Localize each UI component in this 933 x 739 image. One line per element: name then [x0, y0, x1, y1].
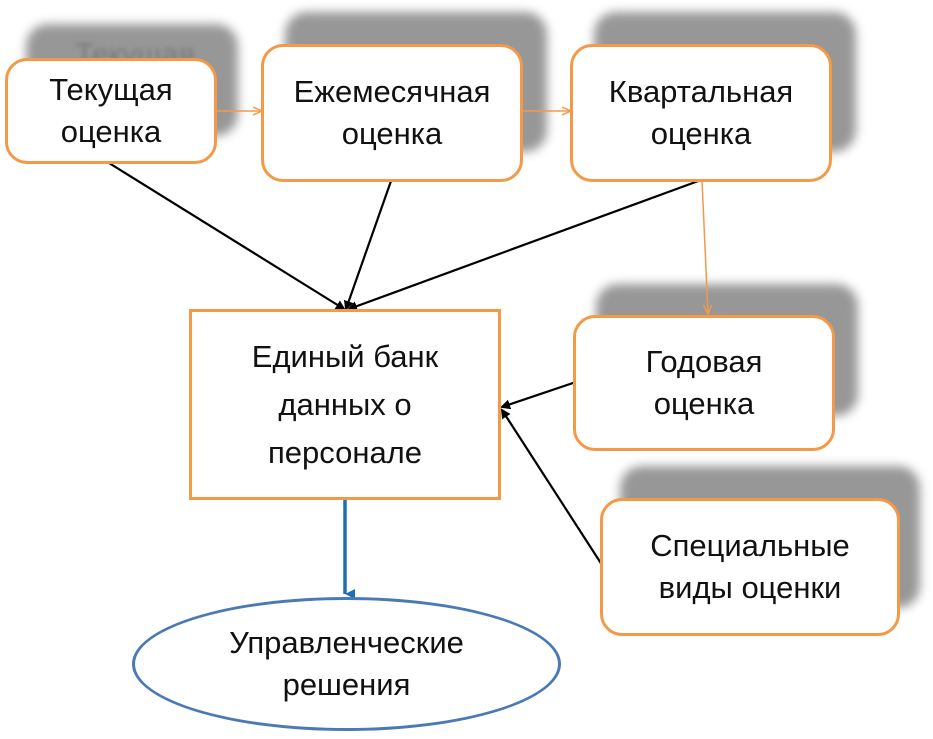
node-management-decisions: Управленческие решения [132, 597, 561, 731]
node-quarterly-assessment: Квартальная оценка [570, 44, 832, 182]
node-monthly-line1: Ежемесячная [293, 74, 491, 109]
node-special-line1: Специальные [650, 528, 850, 563]
node-annual-line2: оценка [653, 386, 755, 421]
arrow-quarterly-to-bank [347, 178, 702, 311]
arrow-current-to-bank [108, 162, 346, 311]
arrow-special-to-bank [500, 408, 605, 569]
node-bank-line3: персонале [267, 434, 423, 470]
node-personnel-data-bank: Единый банк данных о персонале [189, 309, 501, 500]
node-bank-line2: данных о [278, 386, 412, 422]
node-decisions-line2: решения [282, 667, 411, 702]
node-monthly-line2: оценка [341, 116, 443, 151]
node-current-line2: оценка [60, 114, 162, 149]
node-bank-line1: Единый банк [251, 338, 439, 374]
node-current-assessment: Текущая оценка [5, 58, 217, 164]
node-special-assessment: Специальные виды оценки [600, 498, 900, 636]
node-quarterly-line1: Квартальная [608, 74, 794, 109]
node-decisions-line1: Управленческие [229, 625, 464, 660]
node-quarterly-line2: оценка [650, 116, 752, 151]
arrow-monthly-to-bank [343, 180, 393, 311]
node-annual-assessment: Годовая оценка [573, 315, 835, 451]
arrow-quarterly-to-annual [701, 179, 708, 314]
node-annual-line1: Годовая [645, 344, 763, 379]
arrow-annual-to-bank [500, 380, 577, 410]
node-current-line1: Текущая [49, 72, 173, 107]
node-special-line2: виды оценки [658, 570, 842, 605]
node-monthly-assessment: Ежемесячная оценка [261, 44, 523, 182]
